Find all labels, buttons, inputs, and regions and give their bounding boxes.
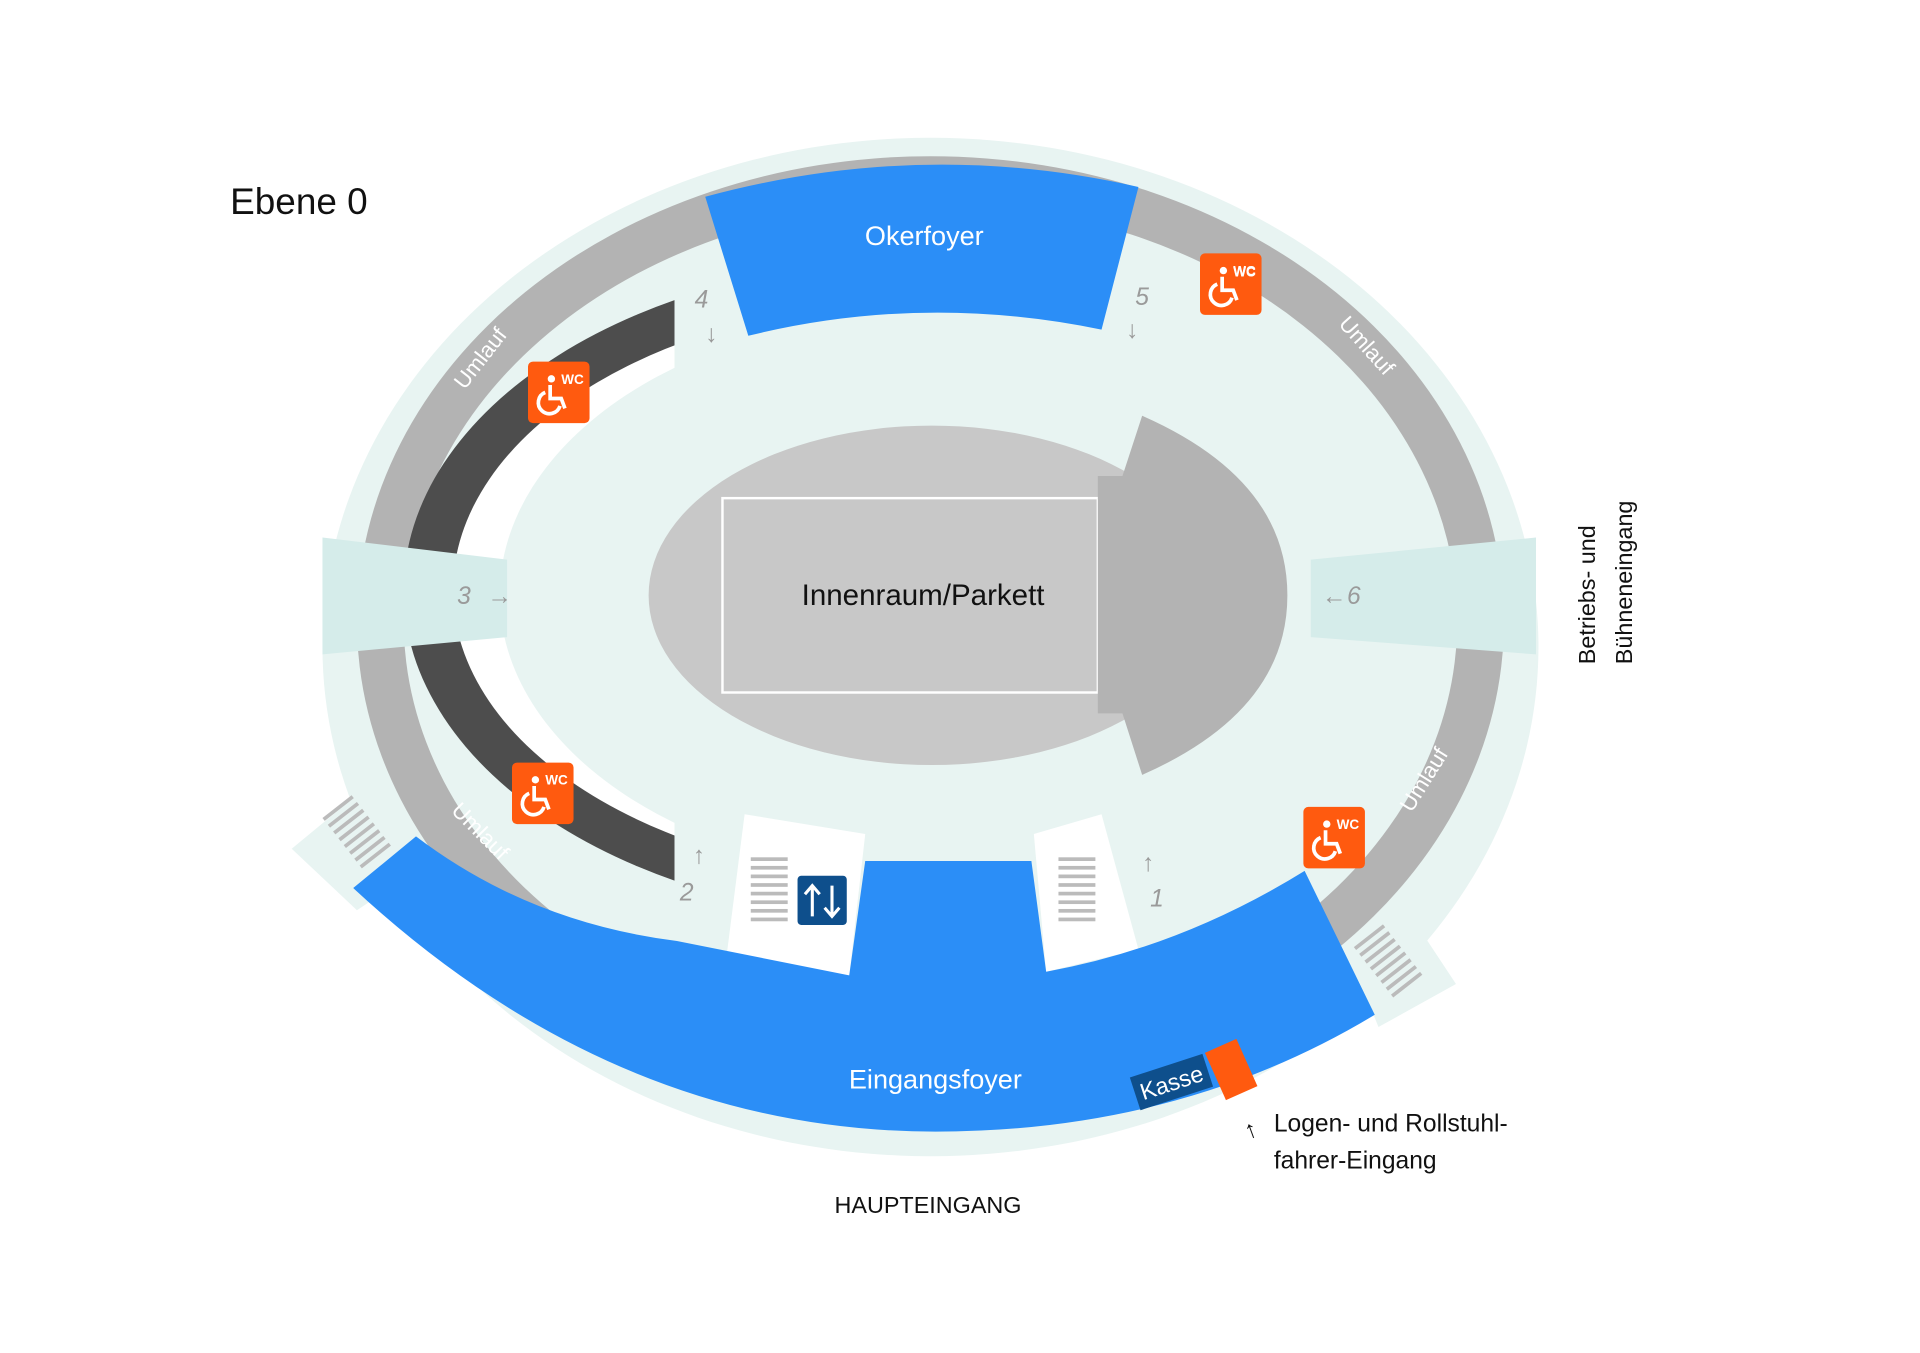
wheelchair-wc-icon [510, 760, 576, 826]
box-entrance-label-line1: Logen- und Rollstuhl- [1274, 1111, 1508, 1138]
arrow-down-icon: ↓ [705, 321, 717, 348]
gate-1-label: 1 [1150, 886, 1164, 913]
gate-6-label: 6 [1347, 583, 1361, 610]
wheelchair-wc-icon [526, 359, 592, 425]
stage-entrance-label-line1: Betriebs- und [1574, 525, 1600, 664]
stage-entrance-label-line2: Bühneneingang [1611, 501, 1637, 665]
eingangsfoyer[interactable] [353, 836, 1375, 1132]
elevator-icon [797, 875, 847, 925]
gate-4-label: 4 [695, 287, 709, 314]
box-entrance-marker [1204, 1038, 1258, 1101]
wheelchair-wc-icon [1301, 805, 1367, 871]
okerfoyer[interactable] [705, 164, 1139, 336]
arrow-right-icon: → [487, 583, 512, 610]
okerfoyer-label: Okerfoyer [865, 221, 984, 251]
wheelchair-wc-icon [1198, 251, 1264, 317]
gate-3-label: 3 [457, 583, 471, 610]
arrow-left-icon: ← [1322, 583, 1347, 610]
arrow-down-icon: ↓ [1126, 317, 1138, 344]
level-title: Ebene 0 [230, 181, 368, 222]
gate-5-label: 5 [1135, 284, 1149, 311]
wc-label: WC [1233, 265, 1256, 280]
arena-floor[interactable] [648, 425, 1215, 766]
eingangsfoyer-label: Eingangsfoyer [849, 1065, 1022, 1095]
gate-6-passage [1310, 537, 1536, 655]
gate-2-label: 2 [679, 879, 694, 906]
main-entrance-label: HAUPTEINGANG [835, 1192, 1022, 1218]
box-entrance-label-line2: fahrer-Eingang [1274, 1148, 1437, 1175]
gate-2-area [726, 814, 866, 976]
arrow-up-icon: ↑ [1142, 850, 1154, 877]
gate-3-passage [322, 537, 508, 655]
arrow-up-left-icon: ↑ [1240, 1115, 1261, 1145]
arena-label: Innenraum/Parkett [802, 579, 1045, 612]
kasse-box [1129, 1053, 1214, 1111]
stage [1097, 415, 1288, 775]
arrow-up-icon: ↑ [693, 842, 705, 869]
